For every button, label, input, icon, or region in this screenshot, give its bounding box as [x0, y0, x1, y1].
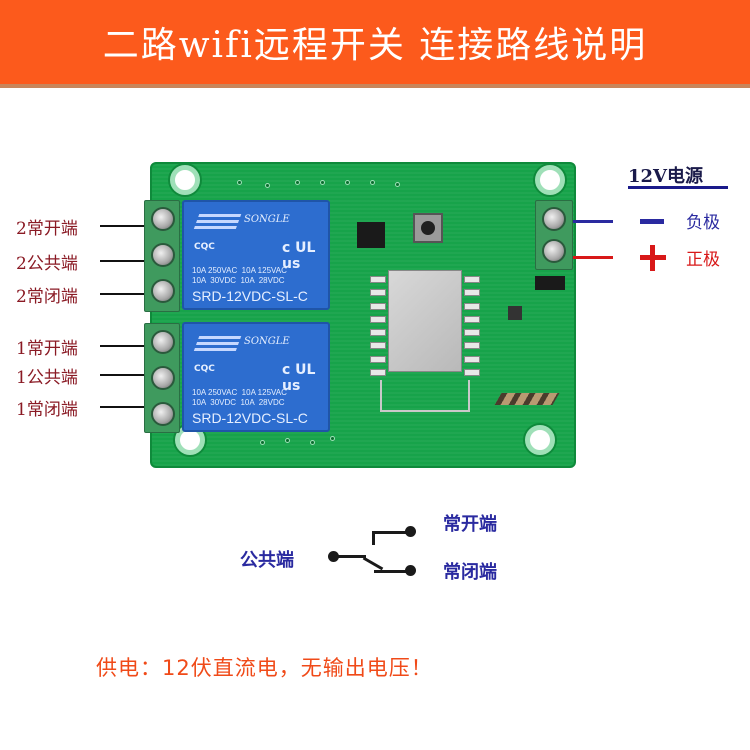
wifi-module-shield	[388, 270, 462, 372]
schematic-common-label: 公共端	[240, 550, 294, 571]
mounting-hole-bottom-right	[525, 425, 555, 455]
wifi-module	[370, 262, 480, 422]
label-relay1-no: 1常开端	[16, 339, 78, 359]
screw-icon	[151, 330, 175, 354]
positive-label: 正极	[686, 250, 720, 270]
title-banner: 二路wifi远程开关 连接路线说明	[0, 0, 750, 88]
relay1-terminal-block	[144, 323, 180, 433]
negative-label: 负极	[686, 213, 720, 233]
relay2-terminal-block	[144, 200, 180, 312]
mounting-hole-top-right	[535, 165, 565, 195]
pcb-antenna-icon	[380, 380, 470, 412]
schematic-no-label: 常开端	[443, 514, 497, 535]
songle-logo-icon	[192, 336, 242, 354]
power-note: 供电：12伏直流电，无输出电压！	[96, 656, 433, 680]
inductor	[508, 306, 522, 320]
screw-icon	[151, 279, 175, 303]
screw-icon	[151, 243, 175, 267]
label-relay1-nc: 1常闭端	[16, 400, 78, 420]
diode	[535, 276, 565, 290]
minus-icon	[640, 219, 664, 224]
screw-icon	[151, 207, 175, 231]
screw-icon	[542, 239, 566, 263]
no-node-icon	[405, 526, 416, 537]
ic-chip	[357, 222, 385, 248]
schematic-nc-label: 常闭端	[443, 562, 497, 583]
power-title: 12V电源	[628, 166, 704, 187]
label-relay2-no: 2常开端	[16, 219, 78, 239]
label-relay2-com: 2公共端	[16, 254, 78, 274]
reset-button	[413, 213, 443, 243]
label-relay2-nc: 2常闭端	[16, 287, 78, 307]
negative-wire	[573, 220, 613, 223]
screw-icon	[151, 366, 175, 390]
power-terminal-block	[535, 200, 573, 270]
mounting-hole-top-left	[170, 165, 200, 195]
screw-icon	[542, 207, 566, 231]
pin-header	[494, 393, 560, 405]
banner-title: 二路wifi远程开关 连接路线说明	[102, 25, 648, 66]
label-relay1-com: 1公共端	[16, 368, 78, 388]
songle-logo-icon	[192, 214, 242, 232]
common-node-icon	[328, 551, 339, 562]
relay-1: SONGLE CQC c UL us 10A 250VAC 10A 125VAC…	[182, 322, 330, 432]
relay-2: SONGLE CQC c UL us 10A 250VAC 10A 125VAC…	[182, 200, 330, 310]
nc-node-icon	[405, 565, 416, 576]
screw-icon	[151, 402, 175, 426]
positive-wire	[573, 256, 613, 259]
